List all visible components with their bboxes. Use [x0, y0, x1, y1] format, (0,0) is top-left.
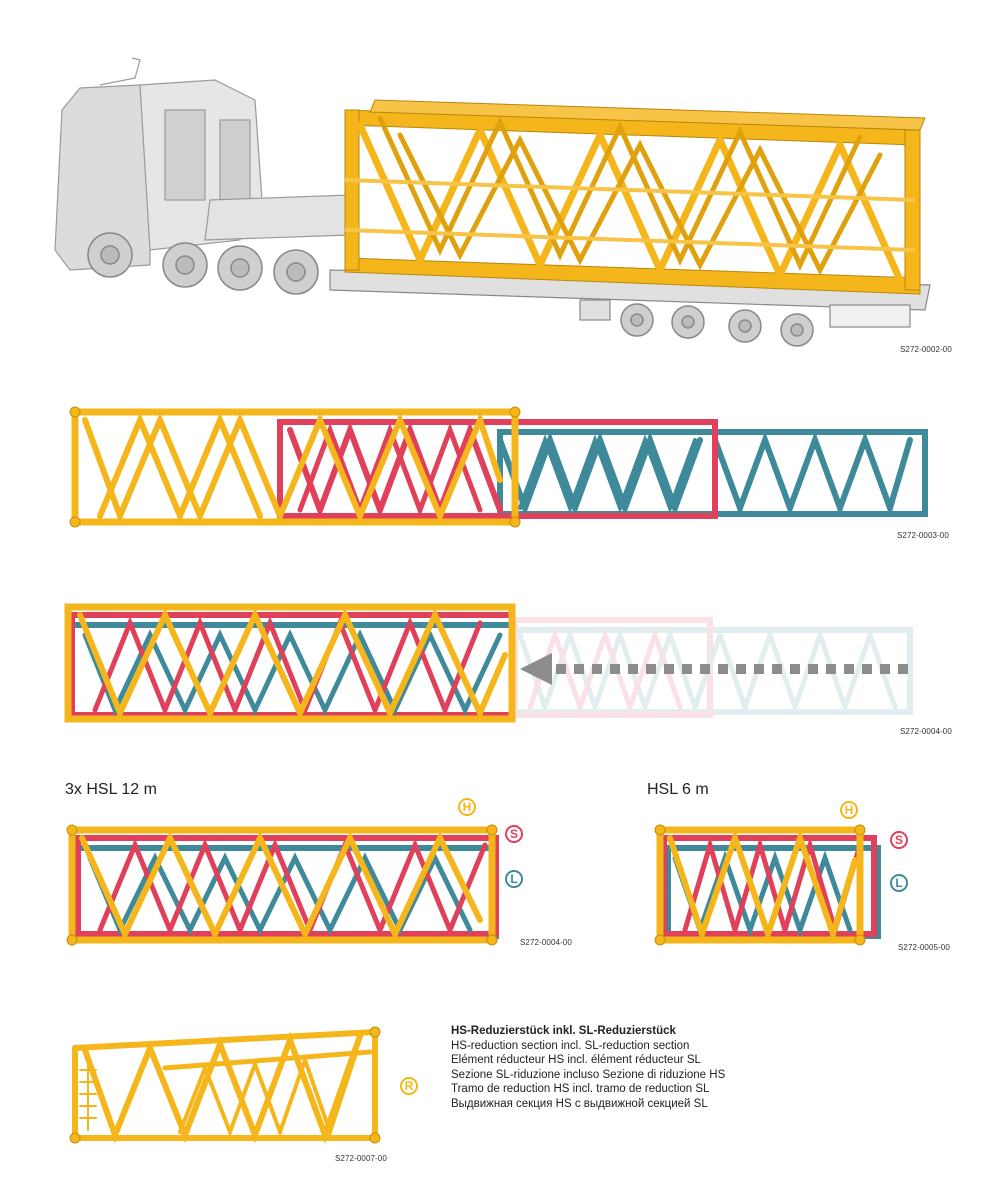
badge-r-reduction: R — [400, 1077, 418, 1095]
extended-sections-svg — [69, 406, 928, 528]
hsl6-illustration — [640, 820, 900, 950]
figure-code-retracting: S272-0004-00 — [900, 727, 952, 736]
extended-sections-illustration — [0, 400, 1006, 530]
truck-transport-illustration — [0, 0, 1006, 360]
retracting-sections-svg — [64, 603, 913, 723]
badge-s-hsl6: S — [890, 831, 908, 849]
figure-code-hsl6: S272-0005-00 — [898, 943, 950, 952]
figure-code-truck: S272-0002-00 — [900, 345, 952, 354]
legend-line-fr: Elément réducteur HS incl. élément réduc… — [451, 1054, 701, 1067]
legend-line-it: Sezione SL-riduzione incluso Sezione di … — [451, 1068, 726, 1081]
heading-hsl12: 3x HSL 12 m — [65, 781, 157, 798]
retract-arrow — [520, 653, 908, 685]
badge-h-hsl6: H — [840, 801, 858, 819]
figure-code-hsl12: S272-0004-00 — [520, 938, 572, 947]
figure-code-extended: S272-0003-00 — [897, 531, 949, 540]
hsl12-svg — [66, 824, 499, 946]
legend-line-es: Tramo de reduction HS incl. tramo de red… — [451, 1083, 710, 1096]
badge-l-hsl6: L — [890, 874, 908, 892]
heading-hsl6: HSL 6 m — [647, 781, 709, 798]
badge-h-hsl12: H — [458, 798, 476, 816]
hsl6-svg — [654, 824, 881, 946]
hsl12-illustration — [0, 820, 560, 950]
legend-line-en: HS-reduction section incl. SL-reduction … — [451, 1039, 690, 1052]
reduction-svg — [69, 1026, 381, 1144]
reduction-legend: HS-Reduzierstück inkl. SL-Reduzierstück … — [451, 1024, 725, 1112]
retracting-sections-illustration — [0, 595, 1006, 730]
badge-s-hsl12: S — [505, 825, 523, 843]
figure-code-reduction: S272-0007-00 — [335, 1154, 387, 1163]
legend-title: HS-Reduzierstück inkl. SL-Reduzierstück — [451, 1025, 676, 1037]
truck-svg — [54, 57, 931, 347]
legend-line-ru: Выдвижная секция HS с выдвижной секцией … — [451, 1097, 708, 1110]
badge-l-hsl12: L — [505, 870, 523, 888]
reduction-section-illustration — [0, 1020, 420, 1150]
